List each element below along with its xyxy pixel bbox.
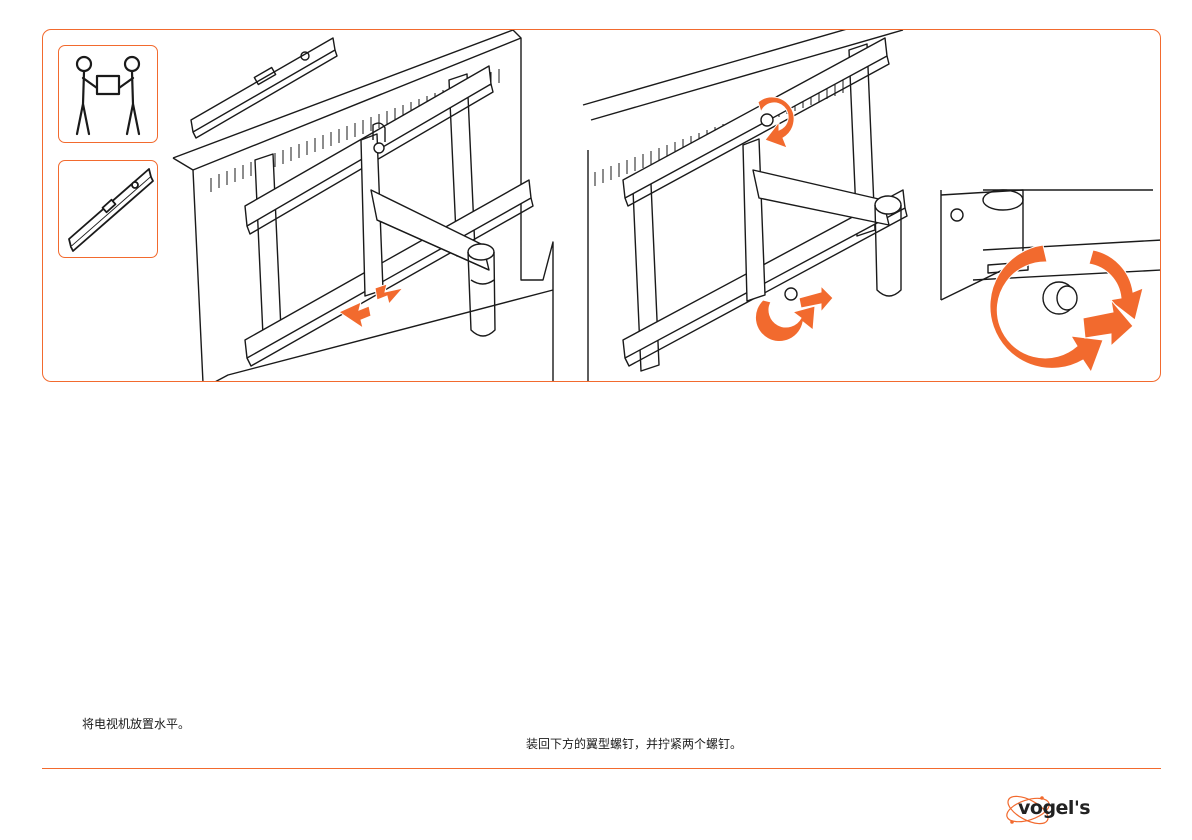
footer-divider [42, 768, 1161, 769]
spirit-level-icon [59, 161, 159, 259]
caption-step-level: 将电视机放置水平。 [82, 717, 190, 731]
mount-frame-left [245, 66, 533, 366]
two-people-carrying-icon [59, 46, 159, 144]
spirit-level-icon-box [58, 160, 158, 258]
mounting-illustration [43, 30, 1161, 382]
caption-step-tighten: 装回下方的翼型螺钉，并拧紧两个螺钉。 [526, 737, 742, 751]
vogels-logo: vogel's [1018, 797, 1090, 819]
tv-back-right [583, 30, 913, 382]
two-people-carrying-icon-box [58, 45, 158, 143]
illustration-panel [42, 29, 1161, 382]
